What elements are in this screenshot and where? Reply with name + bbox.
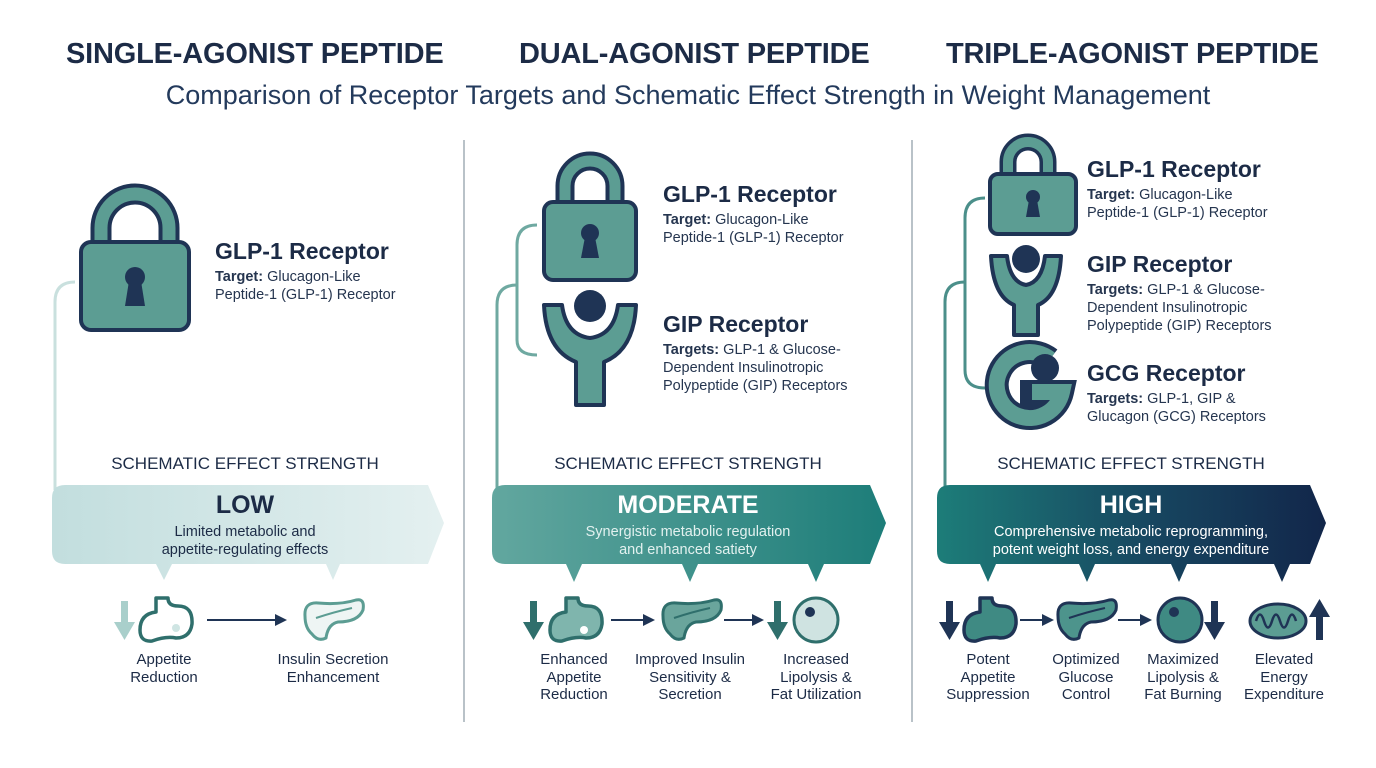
gcg-receptor-icon (984, 340, 1077, 430)
page-subtitle: Comparison of Receptor Targets and Schem… (165, 80, 1211, 110)
stomach-icon (962, 596, 1018, 643)
arrow-up-icon (1309, 599, 1330, 640)
strength-level: HIGH (1099, 491, 1163, 519)
gip-receptor-icon (989, 245, 1063, 337)
section-label: SCHEMATIC EFFECT STRENGTH (111, 454, 379, 473)
receptor-name: GLP-1 Receptor (663, 181, 837, 207)
pancreas-icon (1056, 598, 1118, 641)
receptor-name: GLP-1 Receptor (1087, 156, 1261, 182)
mitochondria-icon (1248, 602, 1308, 640)
arrow-down-icon (939, 601, 960, 640)
stomach-icon (138, 596, 194, 643)
lock-icon (79, 183, 191, 332)
receptor-target: Target: Glucagon-Like Peptide-1 (GLP-1) … (663, 212, 844, 246)
pancreas-icon (303, 598, 365, 641)
strength-description: Synergistic metabolic regulation and enh… (585, 524, 791, 558)
column-divider (463, 140, 465, 722)
fat-cell-icon (1156, 596, 1204, 644)
arrow-down-icon (767, 601, 788, 640)
connector-single (53, 280, 76, 490)
gip-receptor-icon (542, 290, 638, 407)
receptor-name: GCG Receptor (1087, 360, 1246, 386)
flow-arrow-icon (611, 614, 655, 626)
flow-arrow-icon (207, 614, 287, 626)
column-title-triple: TRIPLE-AGONIST PEPTIDE (946, 38, 1319, 70)
lock-icon (542, 151, 638, 282)
stomach-icon (548, 596, 604, 643)
receptor-target: Target: Glucagon-Like Peptide-1 (GLP-1) … (1087, 187, 1268, 221)
receptor-name: GLP-1 Receptor (215, 238, 389, 264)
strength-band-moderate (492, 485, 886, 582)
receptor-name: GIP Receptor (1087, 251, 1233, 277)
strength-description: Comprehensive metabolic reprogramming, p… (992, 524, 1270, 558)
receptor-target: Targets: GLP-1 & Glucose- Dependent Insu… (1087, 282, 1272, 334)
flow-arrow-icon (724, 614, 764, 626)
receptor-name: GIP Receptor (663, 311, 809, 337)
receptor-target: Target: Glucagon-Like Peptide-1 (GLP-1) … (215, 269, 396, 303)
strength-level: LOW (215, 491, 275, 519)
arrow-down-icon (1204, 601, 1225, 640)
strength-level: MODERATE (617, 491, 759, 519)
strength-band-high (937, 485, 1326, 582)
pancreas-icon (661, 598, 723, 641)
flow-arrow-icon (1020, 614, 1054, 626)
strength-band-low (52, 485, 444, 580)
receptor-target: Targets: GLP-1, GIP & Glucagon (GCG) Rec… (1087, 391, 1266, 425)
section-label: SCHEMATIC EFFECT STRENGTH (554, 454, 822, 473)
arrow-down-icon (114, 601, 135, 640)
arrow-down-icon (523, 601, 544, 640)
connector-dual (495, 223, 538, 490)
flow-arrow-icon (1118, 614, 1152, 626)
lock-icon (988, 133, 1078, 236)
column-title-single: SINGLE-AGONIST PEPTIDE (66, 38, 444, 70)
fat-cell-icon (792, 596, 840, 644)
column-divider (911, 140, 913, 722)
section-label: SCHEMATIC EFFECT STRENGTH (997, 454, 1265, 473)
strength-description: Limited metabolic and appetite-regulatin… (161, 524, 329, 558)
receptor-target: Targets: GLP-1 & Glucose- Dependent Insu… (663, 342, 848, 394)
column-title-dual: DUAL-AGONIST PEPTIDE (519, 38, 870, 70)
connector-triple (943, 196, 986, 490)
